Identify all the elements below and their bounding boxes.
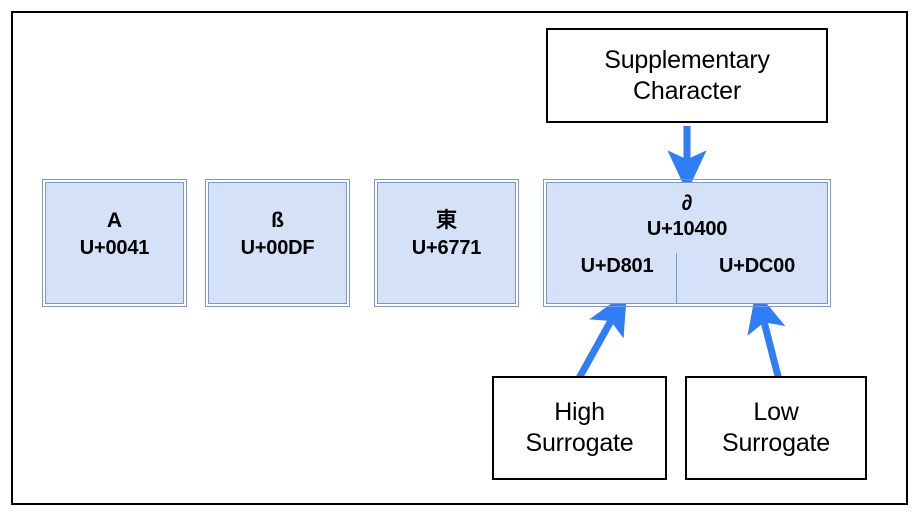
surrogate-divider [676, 253, 677, 303]
code-unit-cell-cjk-east: 東 U+6771 [374, 179, 519, 307]
code-unit-cell-latin-sharp-s: ß U+00DF [205, 179, 350, 307]
code-unit-cell-supplementary: ∂ U+10400 U+D801 U+DC00 [543, 179, 831, 307]
surrogate-pair-row: U+D801 U+DC00 [547, 251, 827, 303]
high-surrogate-cell: U+D801 [580, 255, 654, 277]
callout-low-line1: Low [753, 398, 799, 426]
callout-supplementary-character: Supplementary Character [546, 28, 828, 123]
glyph-latin-sharp-s: ß [271, 209, 284, 232]
codepoint-latin-sharp-s: U+00DF [240, 237, 315, 259]
codepoint-latin-capital-a: U+0041 [79, 237, 150, 259]
callout-low-line2: Surrogate [722, 429, 830, 457]
callout-high-surrogate: High Surrogate [492, 376, 667, 480]
glyph-supplementary-character: ∂ [681, 190, 693, 215]
glyph-latin-capital-a: A [106, 209, 123, 232]
callout-high-line2: Surrogate [525, 429, 634, 457]
low-surrogate-cell: U+DC00 [718, 255, 796, 277]
callout-high-line1: High [554, 398, 605, 426]
callout-supplementary-line2: Character [633, 76, 741, 105]
codepoint-supplementary-character: U+10400 [646, 218, 728, 240]
codepoint-cjk-east: U+6771 [411, 237, 482, 259]
glyph-cjk-east: 東 [436, 209, 457, 232]
callout-supplementary-line1: Supplementary [604, 45, 770, 74]
callout-low-surrogate: Low Surrogate [685, 376, 867, 480]
code-unit-cell-latin-capital-a: A U+0041 [42, 179, 187, 307]
